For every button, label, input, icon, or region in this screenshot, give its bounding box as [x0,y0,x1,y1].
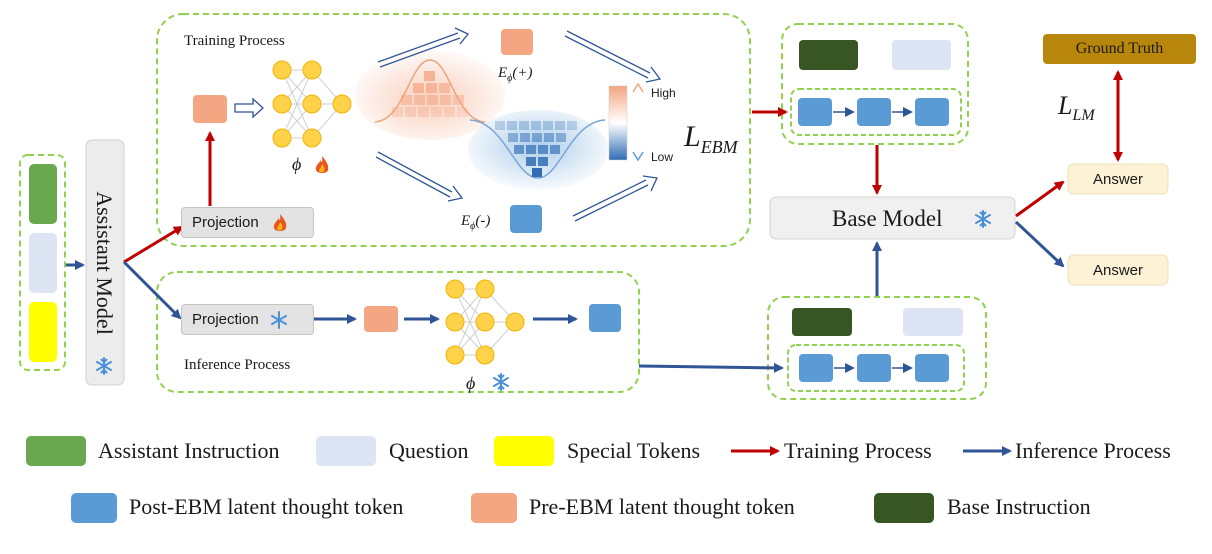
training-latent-token-1 [798,98,832,126]
inference-post-ebm-token [589,304,621,332]
inference-base-input-box [767,296,987,400]
answer-training-label: Answer [1092,170,1144,188]
training-projection-fire-icon [273,213,286,231]
legend-label-inference-process: Inference Process [1015,438,1171,463]
ground-truth-box [1043,34,1196,64]
ground-truth-label: Ground Truth [1075,40,1164,57]
training-base-instruction-block [799,40,858,70]
legend-label-pre-ebm: Pre-EBM latent thought token [529,494,795,519]
training-pre-ebm-token [193,95,227,123]
colorbar-low-label: Low [651,150,674,164]
answer-training-box [1067,163,1169,195]
inference-phi-snowflake-icon [493,373,509,391]
inference-projection-snowflake-icon [270,310,287,329]
ebm-loss-label: LEBM [684,120,738,157]
base-model-box [769,196,1016,240]
inference-to-base-input-arrow [638,362,784,373]
inference-latent-token-1 [799,354,833,382]
assistant-to-training-arrow [123,225,184,264]
inference-process-box [156,271,640,393]
energy-hill-curve [374,59,486,123]
legend-swatch-special-tokens [494,436,554,466]
base-model-label: Base Model [832,206,943,231]
inference-phi-label: ϕ [466,373,476,393]
training-phi-label: ϕ [292,154,302,174]
legend-label-question: Question [389,438,469,463]
assistant-to-inference-arrow [122,260,182,320]
negative-energy-token [510,205,542,233]
colorbar-high-label: High [651,86,676,100]
legend-swatch-question [316,436,376,466]
energy-valley-curve [469,119,606,179]
legend-swatch-assistant-instruction [26,436,86,466]
assistant-instruction-block [29,164,57,224]
inference-network-phi [445,279,525,365]
legend-label-special-tokens: Special Tokens [567,438,701,463]
inference-base-instruction-block [792,308,852,336]
training-phi-fire-icon [315,156,329,173]
positive-energy-label: Eϕ(+) [498,65,533,84]
legend-swatch-base-instruction [874,493,934,523]
special-tokens-block [29,302,57,362]
training-projection-label: Projection [192,214,259,231]
legend-swatch-post-ebm [71,493,117,523]
question-block [29,233,57,293]
training-process-title: Training Process [184,33,285,49]
legend-label-assistant-instruction: Assistant Instruction [98,438,280,463]
assistant-model-label: Assistant Model [92,191,117,335]
training-hollow-arrows [375,27,662,222]
answer-inference-box [1067,254,1169,286]
legend-swatch-pre-ebm [471,493,517,523]
positive-energy-token [501,29,533,55]
training-latent-sequence-box [790,88,962,136]
training-process-box [156,13,751,247]
legend-label-training-process: Training Process [784,438,932,463]
legend-label-base-instruction: Base Instruction [947,494,1091,519]
answer-inference-label: Answer [1092,261,1144,279]
energy-colorbar [608,85,628,161]
inference-question-block [903,308,963,336]
base-to-answer-inference-arrow [1014,220,1065,268]
legend-label-post-ebm: Post-EBM latent thought token [129,494,404,519]
training-latent-token-3 [915,98,949,126]
training-projection-box: Projection [181,207,314,238]
training-question-block [892,40,951,70]
lm-loss-label: LLM [1058,91,1095,125]
base-to-answer-training-arrow [1015,180,1065,218]
inference-latent-token-3 [915,354,949,382]
training-latent-token-2 [857,98,891,126]
inference-latent-sequence-box [787,344,965,392]
negative-energy-label: Eϕ(-) [461,213,491,232]
valley-token-stack [495,121,577,177]
hill-token-stack [392,71,468,117]
inference-projection-box: Projection [181,304,314,335]
inference-process-title: Inference Process [184,357,291,373]
assistant-model-label-wrap: Assistant Model [72,183,136,343]
training-base-input-box [781,23,969,145]
input-tokens-box [19,154,66,371]
token-to-network-arrow [234,97,264,119]
training-network-phi [272,60,352,148]
inference-projection-label: Projection [192,311,259,328]
inference-latent-token-2 [857,354,891,382]
inference-pre-ebm-token [364,306,398,332]
